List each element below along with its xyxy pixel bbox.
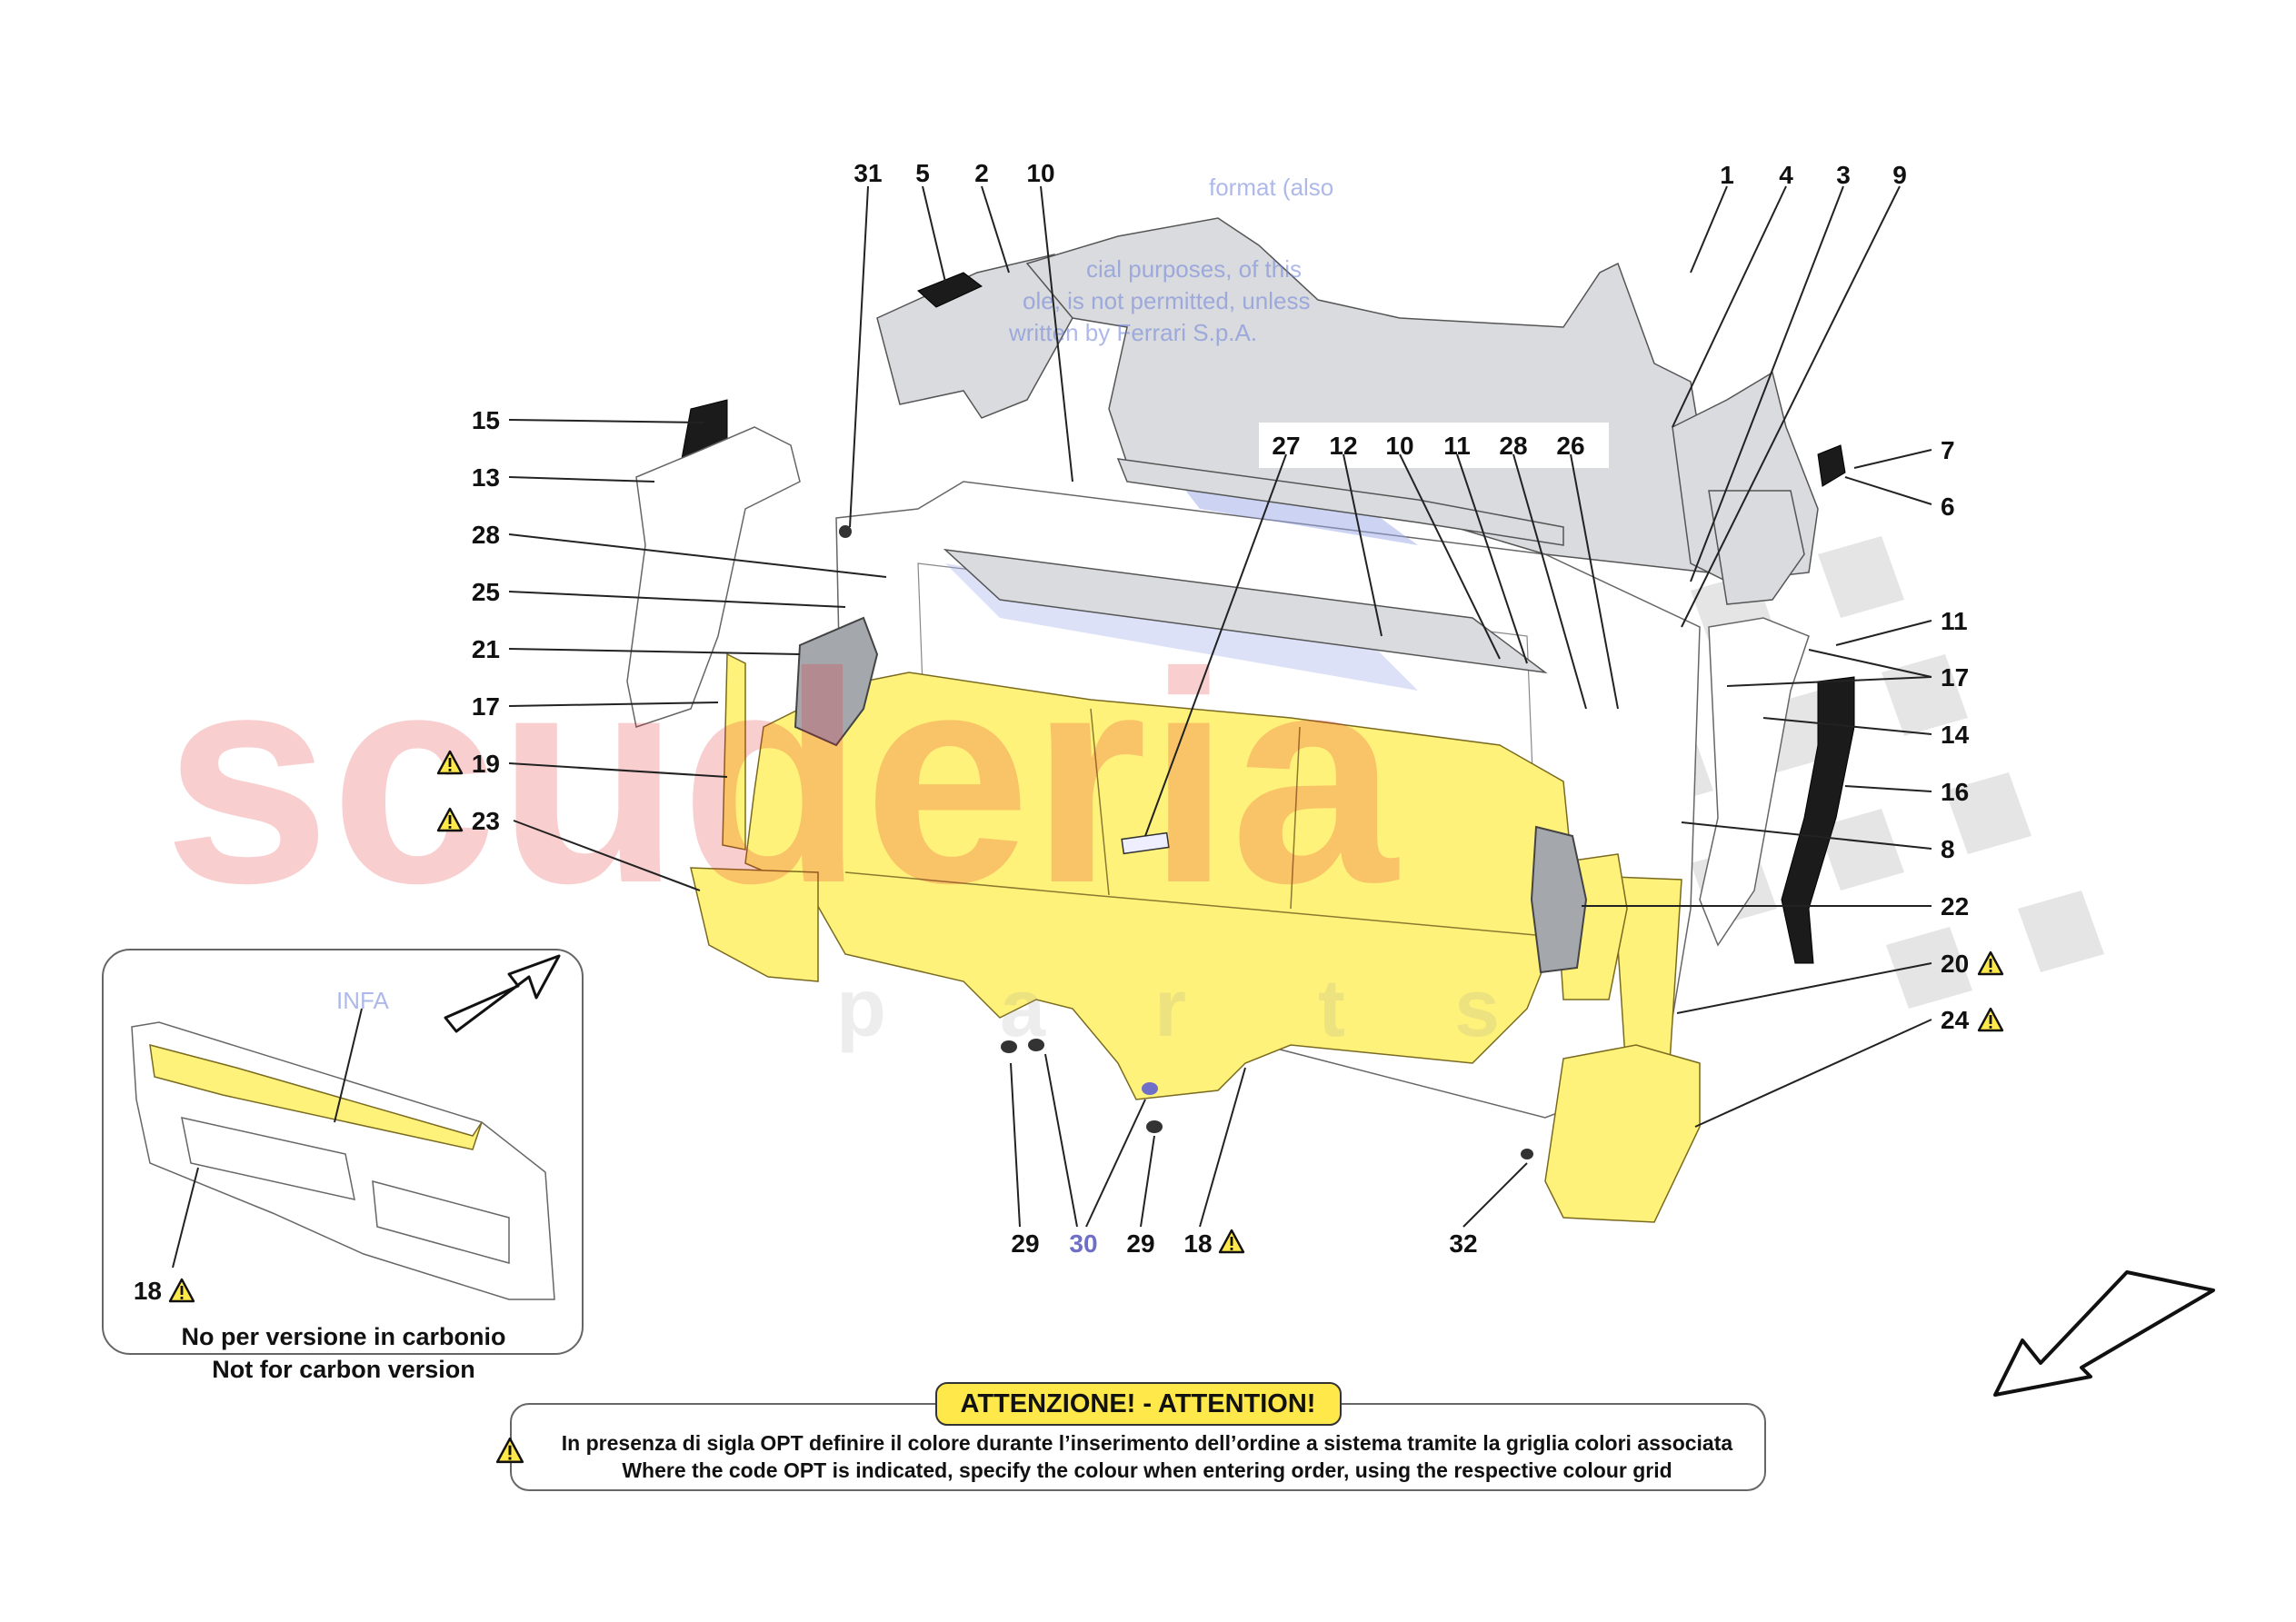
svg-text:t: t [1318, 963, 1345, 1054]
part-22-glass [1530, 825, 1588, 974]
callout-1: 1 [1720, 161, 1734, 189]
callout-6: 6 [1941, 493, 1955, 521]
callout-14: 14 [1941, 721, 1970, 749]
part-6-clip [1817, 444, 1846, 487]
svg-text:cial purposes, of this: cial purposes, of this [1086, 255, 1302, 283]
inset-callout-18: 18 [134, 1277, 162, 1305]
callout-4: 4 [1779, 161, 1793, 189]
callout-25: 25 [472, 578, 500, 606]
callout-22: 22 [1941, 892, 1969, 920]
callout-11: 11 [1443, 432, 1471, 460]
fasteners [839, 525, 1533, 1159]
callout-9: 9 [1892, 161, 1907, 189]
callout-10: 10 [1026, 159, 1054, 187]
callout-11-right: 11 [1941, 607, 1968, 635]
inset-panel: INFA 18 No per versione in carbonio Not … [102, 949, 584, 1383]
part-14-side-bracket [1699, 617, 1810, 947]
warning-icon [1977, 950, 2004, 976]
callout-18: 18 [1183, 1229, 1212, 1258]
callout-3: 3 [1836, 161, 1851, 189]
leader-lines [508, 185, 1932, 1228]
direction-arrow-icon [1993, 1270, 2215, 1397]
inset-watermark-label: INFA [336, 987, 389, 1014]
callout-16: 16 [1941, 778, 1969, 806]
inset-caption-en: Not for carbon version [212, 1356, 475, 1383]
svg-text:scuderia: scuderia [164, 610, 1399, 945]
callout-7: 7 [1941, 436, 1955, 464]
callout-27: 27 [1272, 432, 1300, 460]
svg-text:ole, is not permitted, unless: ole, is not permitted, unless [1023, 287, 1311, 314]
callout-8: 8 [1941, 835, 1955, 863]
warning-icon [1977, 1007, 2004, 1032]
callout-17-left: 17 [472, 692, 500, 721]
callout-20: 20 [1941, 950, 1969, 978]
callout-21: 21 [472, 635, 500, 663]
svg-text:r: r [1154, 963, 1186, 1054]
callout-23: 23 [472, 807, 500, 835]
callout-12: 12 [1329, 432, 1357, 460]
part-5-bracket [917, 272, 983, 308]
rear-seat-trim-yellow [690, 652, 1701, 1223]
callout-5: 5 [915, 159, 930, 187]
svg-text:p: p [836, 963, 886, 1054]
part-21-glass [794, 616, 879, 747]
svg-text:s: s [1454, 963, 1500, 1054]
callout-2: 2 [974, 159, 989, 187]
upper-shelf-trim [876, 217, 1819, 674]
callout-31: 31 [854, 159, 882, 187]
attention-title: ATTENZIONE! - ATTENTION! [961, 1389, 1316, 1418]
direction-arrow-icon [444, 954, 561, 1033]
callout-28-left: 28 [472, 521, 500, 549]
notice-line-en: Where the code OPT is indicated, specify… [622, 1458, 1672, 1482]
attention-notice: ATTENZIONE! - ATTENTION! In presenza di … [495, 1382, 1766, 1491]
callout-15: 15 [472, 406, 500, 434]
part-27-label [1121, 831, 1170, 855]
part-16-bracket [1781, 676, 1855, 964]
callout-box [1259, 423, 1609, 468]
callout-19: 19 [472, 750, 500, 778]
callout-29: 29 [1011, 1229, 1039, 1258]
watermark: scuderia c a r p a r t s format (also ci… [164, 174, 1500, 1054]
callout-30: 30 [1069, 1229, 1097, 1258]
callout-17-right: 17 [1941, 663, 1969, 692]
callout-10b: 10 [1385, 432, 1413, 460]
callout-28: 28 [1499, 432, 1527, 460]
inset-caption-it: No per versione in carbonio [181, 1323, 505, 1350]
notice-line-it: In presenza di sigla OPT definire il col… [562, 1431, 1733, 1455]
callout-13: 13 [472, 463, 500, 492]
callout-32: 32 [1449, 1229, 1477, 1258]
callout-29b: 29 [1126, 1229, 1154, 1258]
callout-24: 24 [1941, 1006, 1970, 1034]
svg-text:written by Ferrari S.p.A.: written by Ferrari S.p.A. [1008, 319, 1257, 346]
callout-26: 26 [1556, 432, 1584, 460]
svg-text:format (also: format (also [1209, 174, 1333, 201]
warning-icon [1218, 1229, 1245, 1254]
